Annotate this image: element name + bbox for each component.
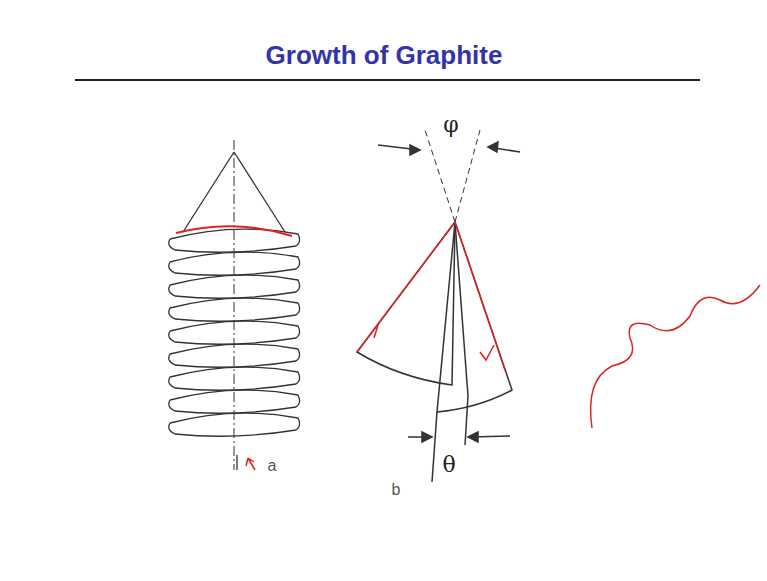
helix-turn xyxy=(169,367,300,390)
angle-label: φ xyxy=(443,112,458,137)
helix-turn xyxy=(169,390,300,413)
red-mark xyxy=(176,226,292,236)
helix-turn xyxy=(169,344,300,367)
slide-title: Growth of Graphite xyxy=(266,40,503,71)
red-scribble xyxy=(591,285,760,428)
cone-helix xyxy=(169,140,300,470)
helix-turn xyxy=(169,275,300,298)
helix-turn xyxy=(169,321,300,344)
helix-turn xyxy=(169,298,300,321)
angle-label: θ xyxy=(442,452,455,477)
red-arrow xyxy=(246,458,255,470)
red-edge xyxy=(357,222,455,352)
red-tick xyxy=(374,325,494,360)
figure-label: a xyxy=(268,457,277,475)
cone-sectors xyxy=(357,130,520,482)
title-rule xyxy=(75,79,700,81)
helix-turn xyxy=(169,413,300,436)
figure-label: b xyxy=(392,481,401,499)
helix-turn xyxy=(169,252,300,275)
axis-end xyxy=(236,455,237,470)
red-edge xyxy=(455,222,505,370)
